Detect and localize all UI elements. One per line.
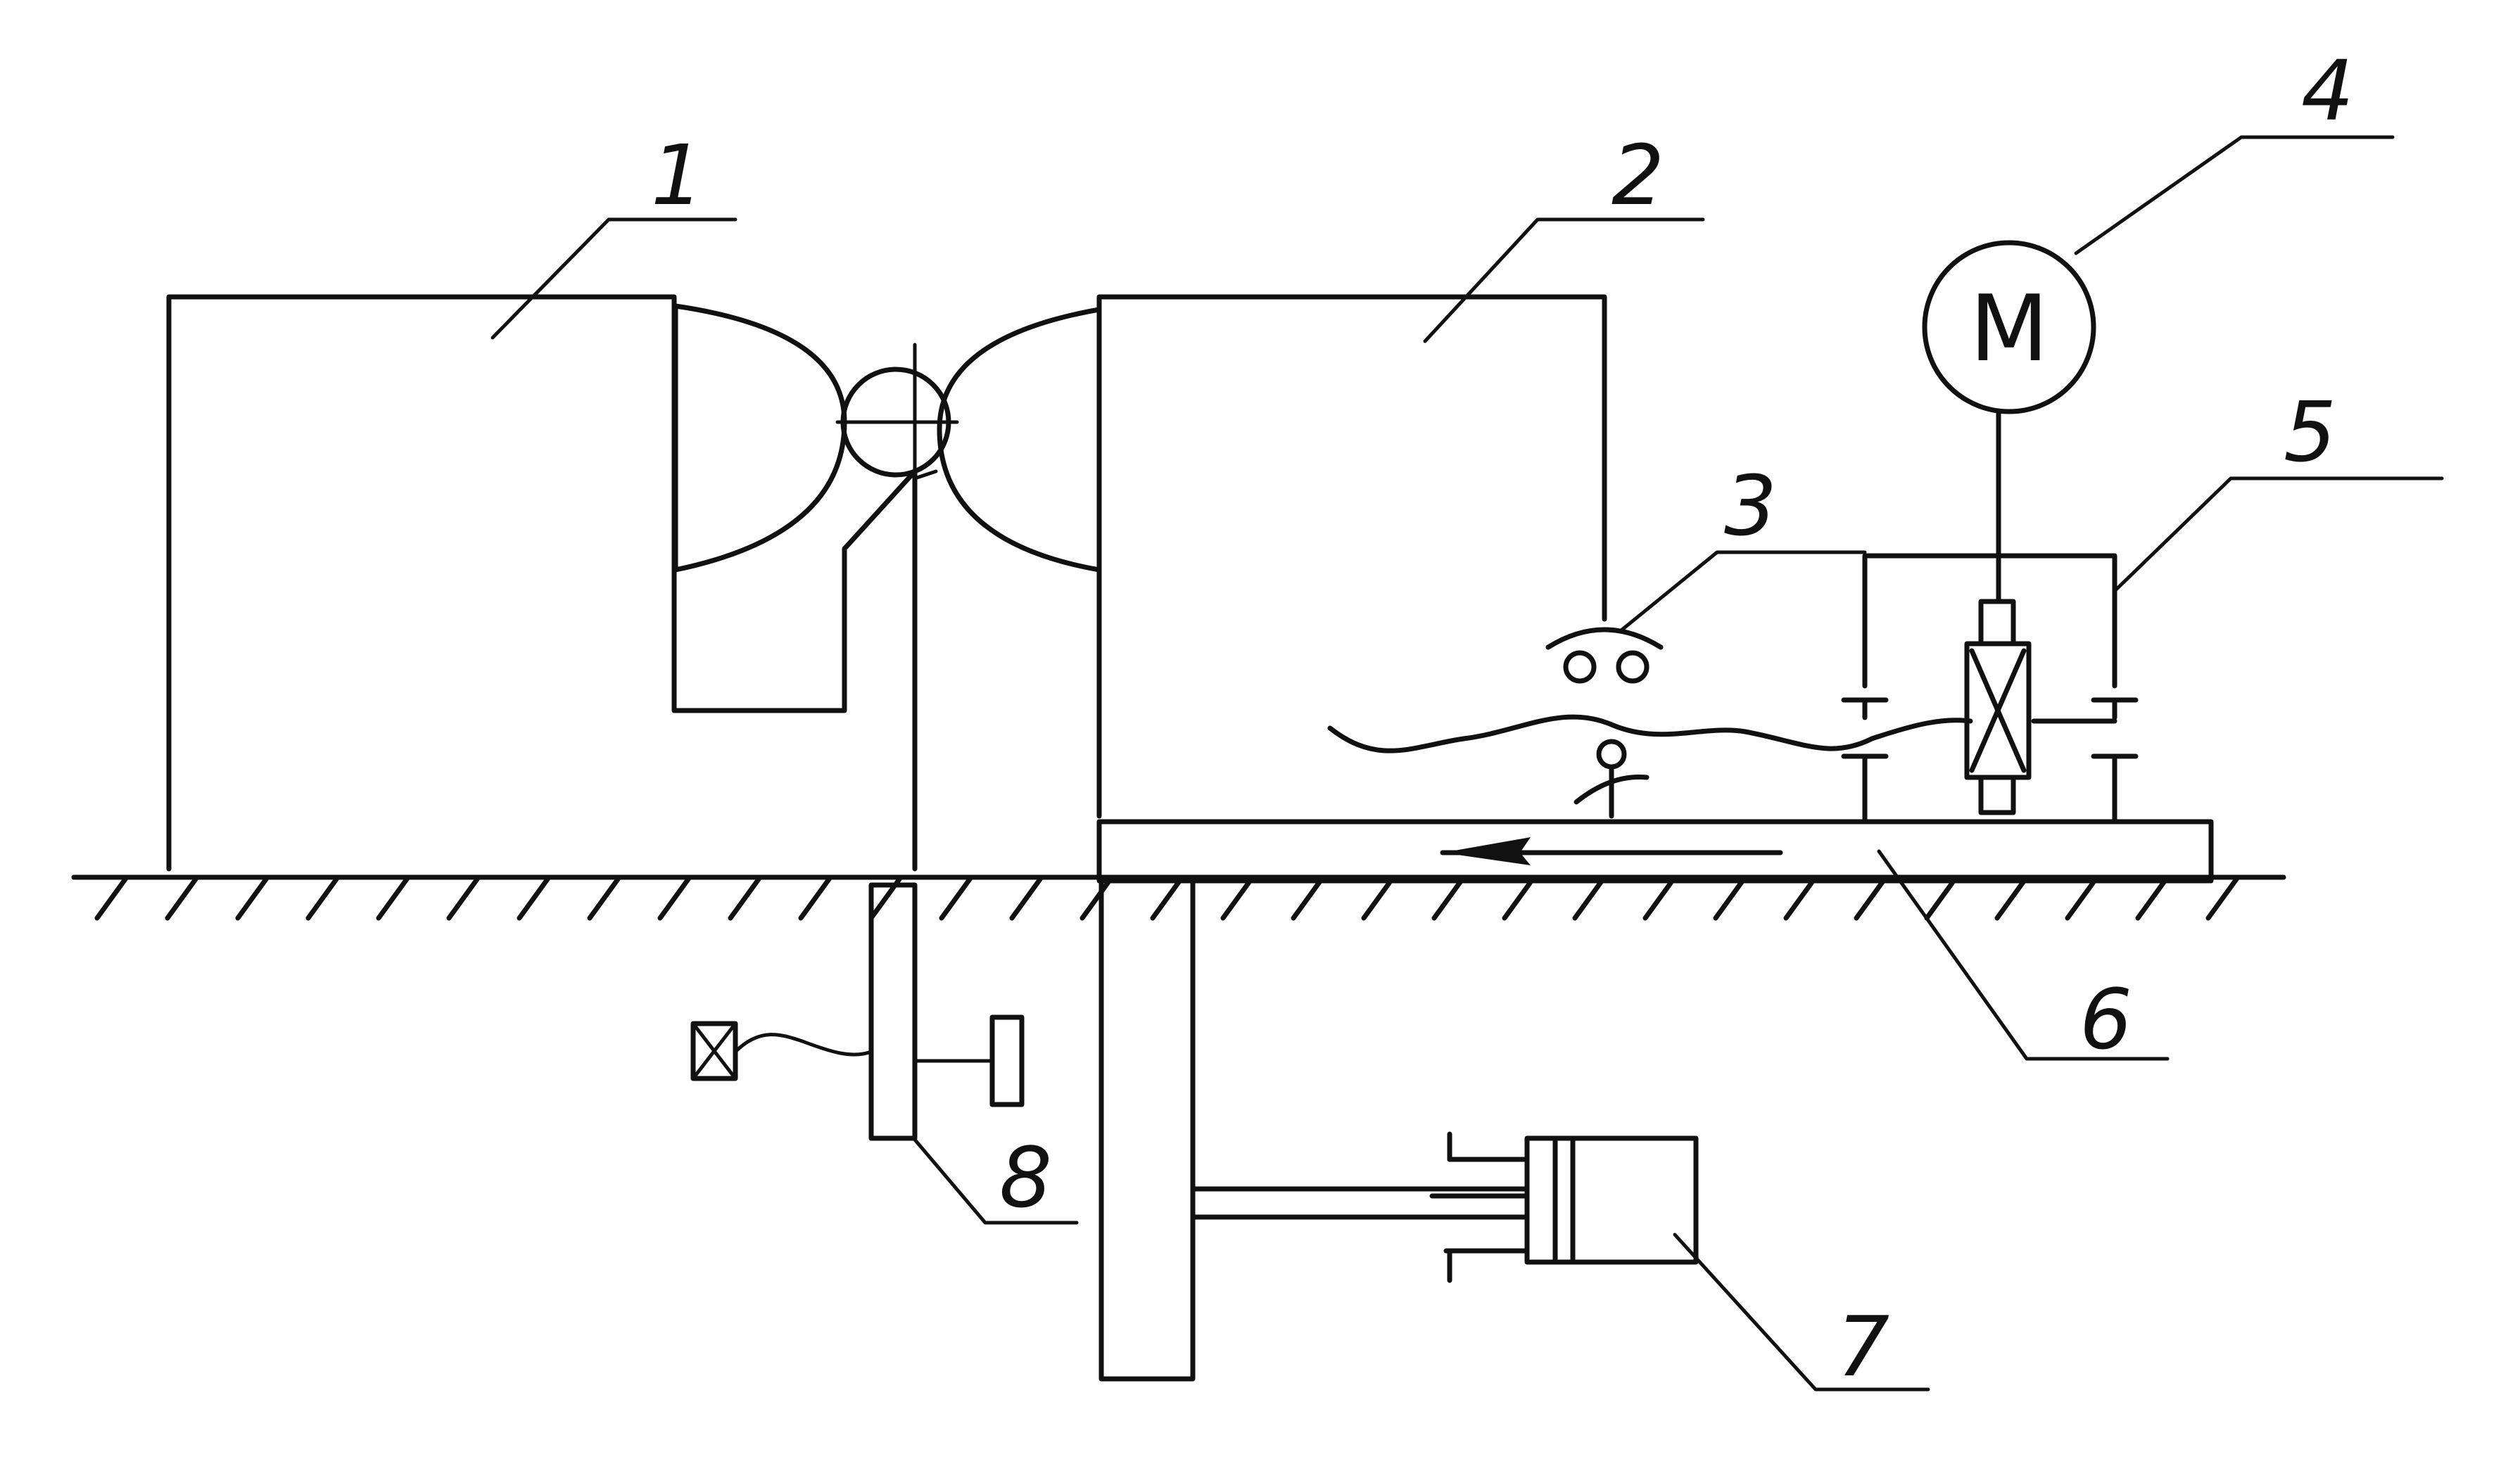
pivot-figure — [1574, 739, 1650, 819]
ground-hatch-tick — [165, 874, 200, 921]
ground-hatch-tick — [1994, 874, 2030, 921]
ground-hatch-tick — [798, 874, 833, 921]
ground — [71, 874, 2286, 921]
housing-1 — [166, 294, 918, 872]
ground-hatch-tick — [1079, 874, 1115, 921]
ground-hatch-tick — [446, 874, 481, 921]
part-labels: 1 2 3 4 5 6 7 8 — [651, 42, 2354, 1395]
label-3: 3 — [1724, 457, 1777, 554]
ground-hatch-tick — [1291, 874, 1326, 921]
label-2: 2 — [1612, 127, 1664, 224]
rollers-3 — [1545, 627, 1664, 684]
motor-symbol: M — [1970, 275, 2049, 382]
ground-hatch-tick — [305, 874, 341, 921]
label-5: 5 — [2284, 383, 2336, 480]
bracket-5 — [1841, 553, 2139, 825]
ground-hatch-tick — [1713, 874, 1748, 921]
ground-hatch-tick — [2135, 874, 2170, 921]
post — [1098, 878, 1196, 1382]
ground-hatch-tick — [1150, 874, 1185, 921]
ground-hatch-tick — [657, 874, 692, 921]
ground-hatch-tick — [1502, 874, 1537, 921]
ground-hatch-tick — [1431, 874, 1467, 921]
motor-4: M — [1922, 240, 2096, 604]
collector-8 — [690, 882, 1025, 1141]
ground-hatch-tick — [2065, 874, 2100, 921]
ground-hatch-tick — [1642, 874, 1678, 921]
housing-2 — [1096, 294, 1607, 819]
ground-hatch-tick — [1220, 874, 1255, 921]
ground-hatch-icon — [94, 874, 2241, 921]
ground-hatch-tick — [2205, 874, 2241, 921]
cylinder-7 — [1190, 1131, 1699, 1283]
label-1: 1 — [651, 127, 704, 224]
ground-hatch-tick — [728, 874, 763, 921]
ground-hatch-tick — [587, 874, 622, 921]
workpiece — [835, 343, 959, 871]
label-4: 4 — [2301, 42, 2354, 139]
leader-lines — [490, 135, 2444, 1392]
label-8: 8 — [999, 1129, 1052, 1226]
ground-hatch-tick — [94, 874, 129, 921]
ground-hatch-tick — [1009, 874, 1044, 921]
wire-strip — [1327, 714, 1973, 753]
ground-hatch-tick — [1572, 874, 1607, 921]
ground-hatch-tick — [1361, 874, 1396, 921]
ground-hatch-tick — [1854, 874, 1889, 921]
ground-hatch-tick — [939, 874, 974, 921]
electrode-right — [937, 307, 1102, 573]
ground-hatch-tick — [376, 874, 411, 921]
label-7: 7 — [1837, 1298, 1889, 1395]
electrode-left — [673, 303, 847, 573]
ground-hatch-tick — [235, 874, 270, 921]
ground-hatch-tick — [1783, 874, 1818, 921]
table-6 — [1096, 819, 2214, 884]
label-6: 6 — [2079, 971, 2132, 1068]
ground-hatch-tick — [1924, 874, 1959, 921]
feed-direction-arrow-icon — [1443, 837, 1531, 865]
ground-hatch-tick — [517, 874, 552, 921]
